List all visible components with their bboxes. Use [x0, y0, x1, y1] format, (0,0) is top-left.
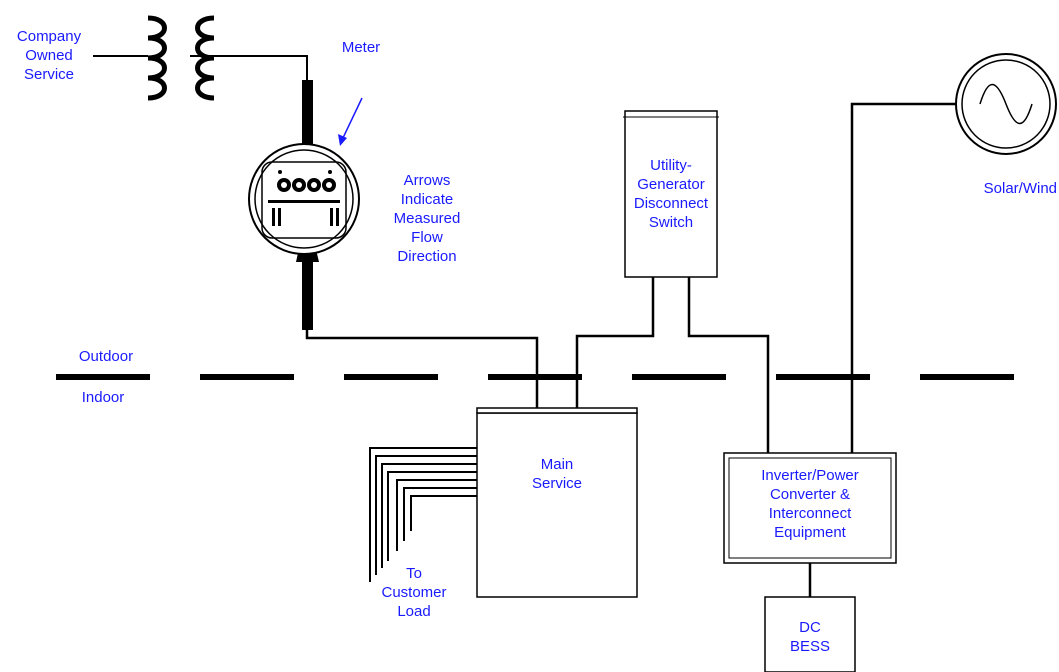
main-service-box	[476, 412, 638, 598]
transformer-to-meter-line	[190, 55, 308, 80]
meter-lower-conductor	[302, 262, 313, 330]
disconnect-switch-box	[624, 110, 718, 278]
meter-pointer-arrowhead-icon	[338, 134, 347, 146]
indoor-label: Indoor	[81, 389, 125, 406]
arrows-note-label: Arrows Indicate Measured Flow Direction	[393, 172, 461, 265]
outdoor-label: Outdoor	[78, 348, 134, 365]
main-service-cover	[476, 407, 638, 414]
inverter-label: Inverter/Power Converter & Interconnect …	[761, 467, 859, 541]
disconnect-to-main-line	[575, 277, 655, 408]
customer-load-label: To Customer Load	[381, 565, 447, 620]
inverter-box-inner-border	[728, 457, 892, 559]
main-service-label: Main Service	[531, 456, 583, 492]
meter-icon	[248, 143, 360, 255]
dc-bess-box	[764, 596, 856, 672]
generator-icon	[955, 53, 1057, 155]
company-owned-service-label: Company Owned Service	[16, 28, 82, 83]
disconnect-to-inverter-line	[687, 277, 770, 453]
generator-to-inverter-line	[850, 102, 956, 453]
meter-pointer-line	[341, 97, 363, 141]
customer-load-wires	[369, 447, 477, 582]
meter-to-main-line	[305, 330, 539, 408]
meter-upper-conductor	[302, 80, 313, 158]
disconnect-switch-label: Utility- Generator Disconnect Switch	[633, 157, 709, 231]
inverter-box	[723, 452, 897, 564]
solar-wind-label: Solar/Wind	[983, 180, 1057, 197]
transformer-icon	[147, 15, 215, 101]
dc-bess-label: DC BESS	[789, 619, 831, 655]
meter-label: Meter	[341, 39, 381, 56]
